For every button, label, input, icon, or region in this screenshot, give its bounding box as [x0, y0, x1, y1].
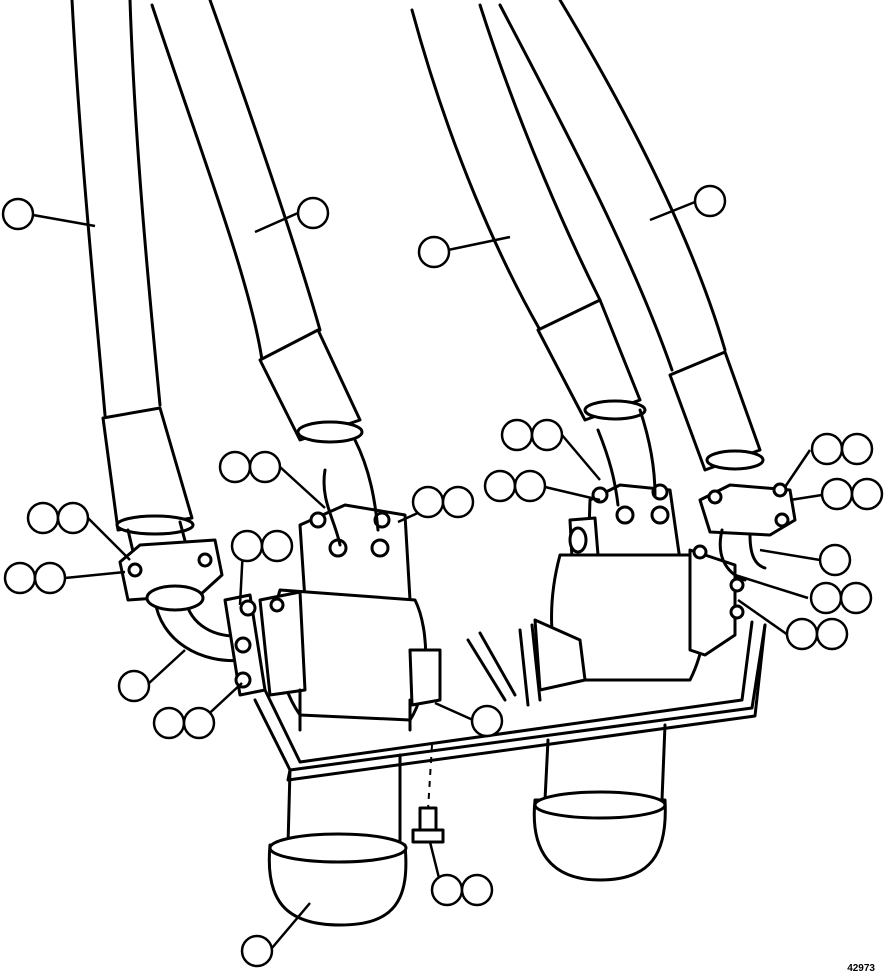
hose-1: [70, 0, 195, 562]
double-callout-bubble: [248, 450, 282, 484]
hose-2: [150, 0, 364, 444]
double-callout-bubble: [840, 432, 874, 466]
right-valve-body: [550, 408, 745, 682]
callout-bubble: [470, 704, 504, 738]
double-callout-bubble: [815, 617, 849, 651]
double-callout-bubble: [810, 432, 844, 466]
double-callout-bubble: [530, 418, 564, 452]
double-callout-bubble: [411, 485, 445, 519]
double-callout-bubble: [850, 477, 884, 511]
callout-bubble: [240, 934, 274, 968]
callout-bubbles: [1, 184, 884, 968]
double-callout-bubble: [460, 873, 494, 907]
double-callout-bubble: [152, 706, 186, 740]
left-valve-body: [258, 438, 442, 722]
callout-bubble: [296, 196, 330, 230]
hose-4: [498, 0, 765, 472]
mounting-bolt: [411, 744, 445, 844]
double-callout-bubble: [500, 418, 534, 452]
double-callout-bubble: [260, 529, 294, 563]
double-callout-bubble: [26, 501, 60, 535]
left-elbow-fitting: [118, 538, 267, 697]
double-callout-bubble: [785, 617, 819, 651]
double-callout-bubble: [513, 469, 547, 503]
right-pipe-stem: [532, 723, 667, 882]
figure-number: 42973: [847, 963, 875, 974]
double-callout-bubble: [839, 581, 873, 615]
double-callout-bubble: [230, 529, 264, 563]
callout-bubble: [117, 669, 151, 703]
callout-bubble: [818, 543, 852, 577]
double-callout-bubble: [182, 706, 216, 740]
left-pipe-stem: [267, 753, 408, 927]
right-elbow-fitting: [698, 482, 797, 582]
leader-lines: [32, 200, 823, 949]
double-callout-bubble: [56, 501, 90, 535]
double-callout-bubble: [483, 469, 517, 503]
callout-bubble: [693, 184, 727, 218]
callout-bubble: [417, 235, 451, 269]
double-callout-bubble: [441, 485, 475, 519]
double-callout-bubble: [33, 561, 67, 595]
double-callout-bubble: [809, 581, 843, 615]
hose-3: [410, 3, 647, 422]
callout-bubble: [1, 197, 35, 231]
mounting-bracket: [253, 618, 767, 782]
double-callout-bubble: [3, 561, 37, 595]
double-callout-bubble: [430, 873, 464, 907]
double-callout-bubble: [218, 450, 252, 484]
double-callout-bubble: [820, 477, 854, 511]
